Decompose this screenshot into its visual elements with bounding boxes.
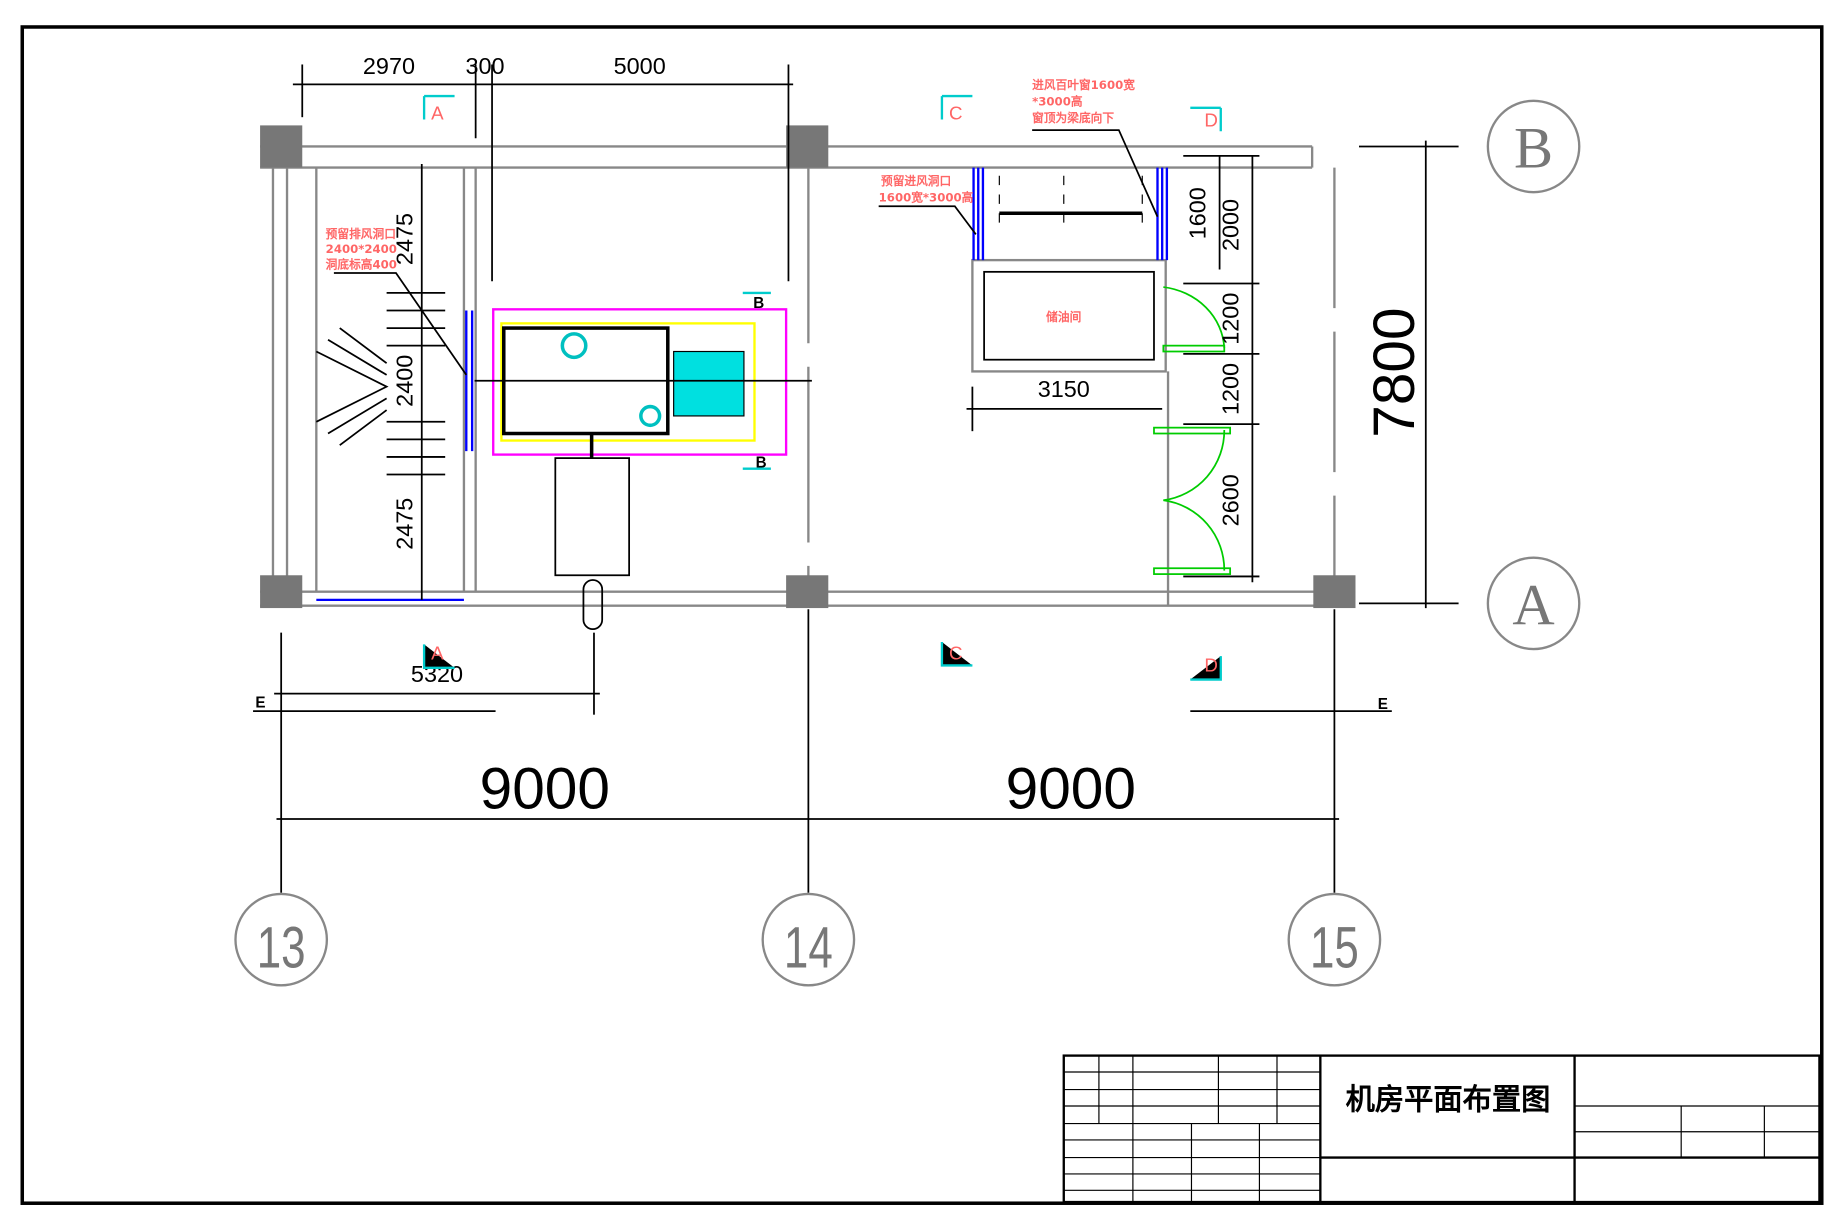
drawing-title: 机房平面布置图: [1346, 1082, 1551, 1116]
section-mark-b-bottom: B: [756, 454, 767, 471]
section-mark-d-bottom: D: [1204, 654, 1218, 675]
axis-label-b: B: [1514, 116, 1553, 181]
dim-2475-lower: 2475: [391, 498, 417, 550]
axis-bubbles: [234, 99, 1581, 987]
note-exhaust-opening-2: 2400*2400: [326, 242, 397, 256]
dim-9000-right: 9000: [1006, 756, 1136, 821]
dim-7800: 7800: [1362, 307, 1427, 437]
section-mark-a-bottom: A: [431, 643, 444, 664]
note-exhaust-opening-1: 预留排风洞口: [326, 227, 396, 241]
oil-room-label: 储油间: [1045, 310, 1081, 324]
note-intake-opening-1: 预留进风洞口: [881, 174, 951, 188]
annotations: 进风百叶窗1600宽 *3000高 窗顶为梁底向下 预留进风洞口 1600宽*3…: [326, 78, 1159, 376]
note-exhaust-opening-3: 洞底标高400: [326, 257, 397, 271]
dim-2600: 2600: [1217, 474, 1243, 526]
axis-label-13: 13: [257, 915, 306, 981]
axis-label-15: 15: [1310, 915, 1359, 981]
axis-label-a: A: [1512, 572, 1554, 637]
note-intake-louver-3: 窗顶为梁底向下: [1032, 111, 1114, 125]
generator-set: [474, 308, 812, 631]
axis-labels: 13 14 15 B A: [257, 116, 1555, 981]
walls: [260, 145, 1356, 607]
dim-1200-a: 1200: [1217, 293, 1243, 345]
dim-1600: 1600: [1185, 187, 1211, 239]
section-mark-a-top: A: [431, 103, 444, 124]
dim-2475-upper: 2475: [391, 213, 417, 265]
axis-label-14: 14: [784, 915, 833, 981]
dimension-lines: [253, 64, 1459, 893]
openings: [316, 167, 1169, 602]
section-mark-b-top: B: [753, 295, 764, 312]
dimension-labels: 2970 300 5000 2475 2400 2475 5320 3150 1…: [363, 53, 1427, 822]
dim-2400: 2400: [391, 355, 417, 407]
section-mark-c-top: C: [949, 103, 963, 124]
section-mark-e-left: E: [255, 695, 265, 712]
dim-2000: 2000: [1217, 199, 1243, 251]
section-marks: A A C C D D B B E E: [255, 94, 1388, 713]
dim-1200-b: 1200: [1217, 363, 1243, 415]
dim-3150: 3150: [1038, 376, 1090, 402]
dim-9000-left: 9000: [480, 756, 610, 821]
dim-5000: 5000: [614, 53, 666, 79]
note-intake-louver-1: 进风百叶窗1600宽: [1032, 78, 1135, 92]
section-mark-e-right: E: [1378, 696, 1388, 713]
note-intake-opening-2: 1600宽*3000高: [879, 191, 974, 205]
note-intake-louver-2: *3000高: [1032, 94, 1083, 108]
title-block: [1062, 1054, 1821, 1204]
structural-columns: [260, 125, 1356, 609]
dim-2970: 2970: [363, 53, 415, 79]
section-mark-c-bottom: C: [949, 643, 963, 664]
doors: [1153, 286, 1232, 575]
drawing-frame: [20, 25, 1824, 1205]
exhaust-louver: [315, 164, 446, 600]
dim-300: 300: [465, 53, 504, 79]
section-mark-d-top: D: [1204, 110, 1218, 131]
